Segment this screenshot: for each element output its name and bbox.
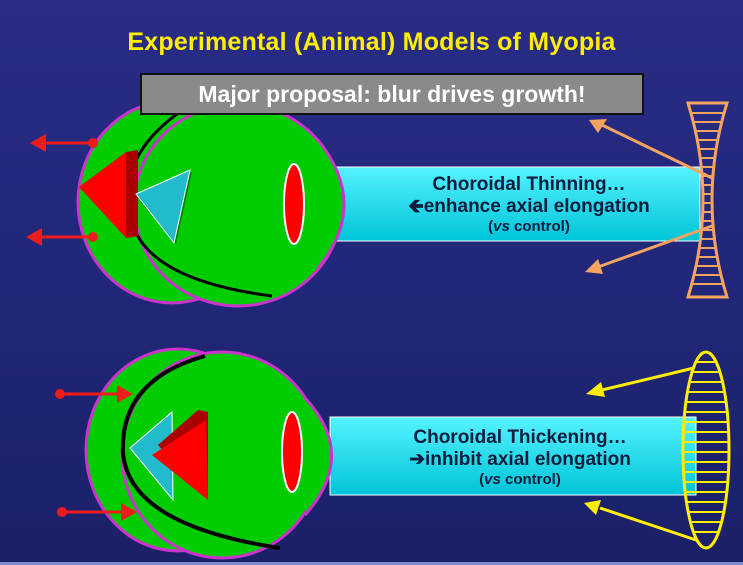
bottom-caption: Choroidal Thickening… ➔inhibit axial elo… [350,427,690,489]
bottom-converging-rays [599,366,697,542]
top-red-arrow-lower [26,228,98,246]
top-caption-line3: (vs control) [488,218,570,235]
top-red-arrow-upper [30,134,98,152]
bottom-cornea [303,396,333,516]
top-eye-diagram [26,99,730,308]
bottom-caption-line1: Choroidal Thickening… [413,427,627,448]
bottom-convex-lens [681,350,731,550]
bottom-lens [281,411,303,493]
left-arrow-icon: 🡸 [408,196,424,217]
bottom-caption-line2: ➔inhibit axial elongation [350,449,690,471]
bottom-ray-head-upper [586,382,605,397]
top-caption-effect: enhance axial elongation [423,196,650,217]
bottom-light-band [329,416,697,496]
top-diverging-rays [597,123,713,269]
proposal-box: Major proposal: blur drives growth! [140,73,644,115]
bottom-eye-diagram [55,347,731,560]
bottom-red-arrow-upper [55,385,133,403]
top-ray-head-upper [589,119,607,133]
top-light-band [329,166,701,242]
bottom-red-arrow-lower [57,503,137,521]
bottom-caption-line3: (vs control) [479,471,561,488]
top-caption-line2: 🡸enhance axial elongation [356,196,702,218]
bottom-red-image [152,420,208,500]
top-lens [283,163,305,245]
bottom-ray-head-lower [584,500,601,515]
top-caption-line1: Choroidal Thinning… [432,174,626,195]
bottom-caption-effect: inhibit axial elongation [425,449,631,470]
top-cyan-image [135,169,191,245]
top-ray-head-lower [585,259,603,274]
top-concave-lens [685,101,730,299]
bottom-retina-arc [120,354,281,550]
top-caption: Choroidal Thinning… 🡸enhance axial elong… [356,174,702,236]
slide-title: Experimental (Animal) Models of Myopia [127,28,616,56]
right-arrow-icon: ➔ [409,449,426,470]
top-cornea [316,139,346,269]
top-red-image [79,152,126,238]
top-red-image-shadow [126,150,138,238]
